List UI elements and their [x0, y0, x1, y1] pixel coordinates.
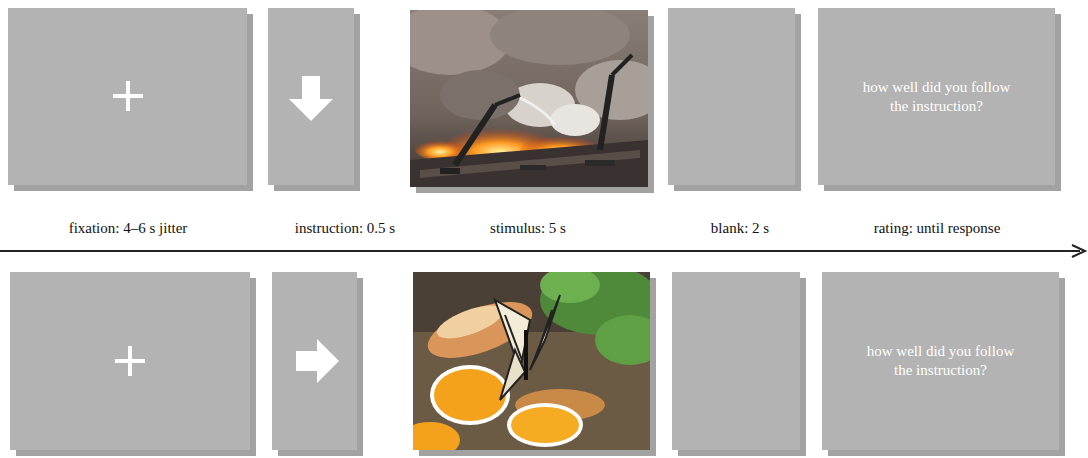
phase-duration: fixation: 4–6 s jitter — [67, 220, 190, 237]
rating-question: how well did you follow the instruction? — [860, 342, 1021, 380]
rating-screen: how well did you follow the instruction? — [818, 8, 1055, 185]
stimulus-photo — [413, 272, 650, 450]
stimulus-photo — [410, 10, 648, 187]
phase-duration: rating: until response — [872, 220, 1003, 237]
screen-panel — [8, 8, 800, 450]
rating-question: how well did you follow the instruction? — [856, 78, 1017, 116]
phase-duration: instruction: 0.5 s — [293, 220, 397, 237]
phase-duration: blank: 2 s — [709, 220, 771, 237]
time-arrow — [0, 245, 1085, 257]
phase-duration: stimulus: 5 s — [488, 220, 568, 237]
rating-screen: how well did you follow the instruction? — [822, 272, 1059, 450]
